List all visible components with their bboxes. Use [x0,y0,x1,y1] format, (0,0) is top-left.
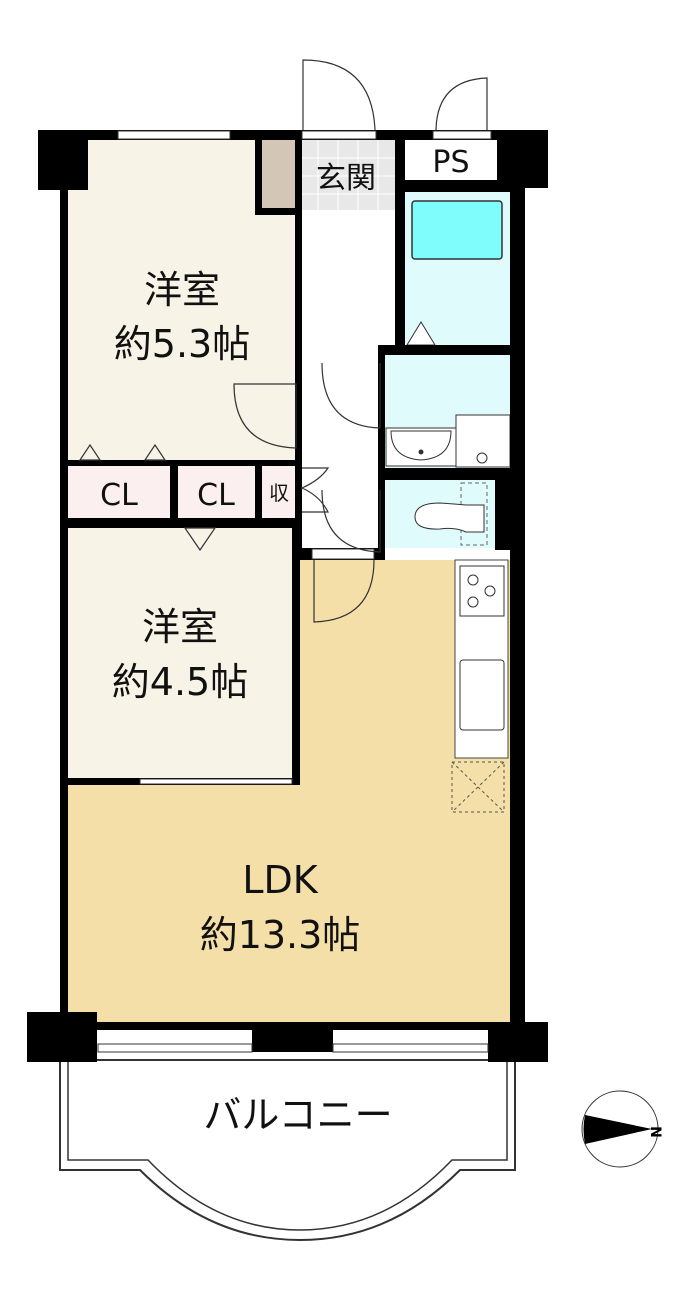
shoe-box [262,140,298,210]
doors [78,59,488,623]
compass-icon: N [581,1090,663,1168]
ldk-size: 約13.3帖 [200,913,361,957]
hallway [302,218,378,560]
toilet-icon [414,502,485,533]
closet-1-label: CL [100,478,138,513]
western-room-2 [68,528,294,778]
western-room-1-name: 洋室 [144,268,220,312]
western-room-2-size: 約4.5帖 [112,660,248,704]
balcony [59,1059,516,1242]
ps-label: PS [432,145,469,180]
closet-2 [178,466,255,518]
storage-label: 収 [269,481,289,505]
bathtub [411,200,503,260]
compass-north-label: N [647,1126,663,1138]
closet-2-label: CL [197,478,235,513]
fridge-space [451,761,505,813]
ldk-room [68,560,510,1022]
western-room-2-name: 洋室 [142,605,218,649]
walls [27,130,548,1062]
entrance [298,140,395,210]
stove-icon [459,565,505,617]
closet-1 [68,466,170,518]
ldk-name: LDK [242,858,318,902]
entrance-label: 玄関 [316,161,376,196]
storage [262,466,296,518]
balcony-label: バルコニー [203,1093,392,1137]
pipe-space [405,140,497,180]
western-room-1-size: 約5.3帖 [114,322,250,366]
sink-icon [459,659,505,731]
